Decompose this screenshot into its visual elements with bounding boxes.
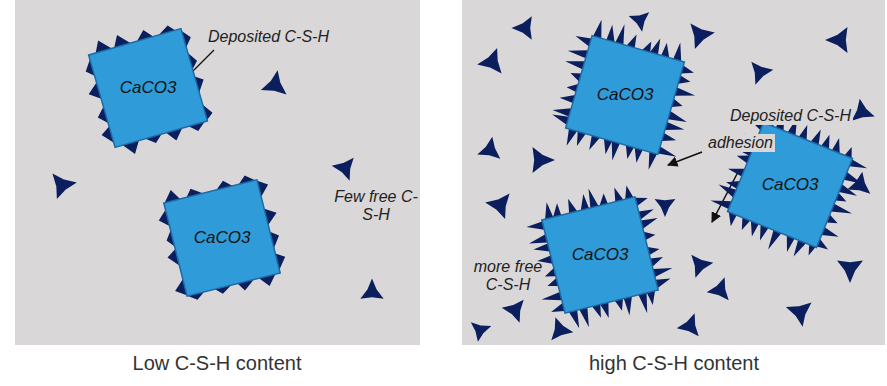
caco3-particle: CaCO3 [715,110,865,260]
free-csh [707,277,729,300]
free-csh [52,174,76,200]
adhesion-arrow [668,152,702,165]
caco3-square [89,29,208,148]
free-csh [512,16,532,39]
free-csh [261,70,287,94]
free-csh [691,255,713,278]
deposited-csh [711,108,868,256]
panel-caption: high C-S-H content [589,352,759,375]
free-csh [655,199,676,217]
annotation: Few free C-S-H [330,188,422,225]
particle-label: CaCO3 [194,228,251,248]
annotation: more free C-S-H [468,258,548,295]
particle-label: CaCO3 [762,175,819,195]
panel-ground [462,0,885,345]
free-csh [825,27,848,53]
free-csh [533,147,556,173]
free-csh [690,24,714,50]
free-csh [477,137,500,159]
caco3-square [164,180,280,296]
free-csh [471,322,492,342]
deposited-csh [527,186,673,329]
caco3-particle: CaCO3 [525,180,675,330]
annotation: adhesion [706,134,775,152]
caco3-particle: CaCO3 [550,20,700,170]
annotation: Deposited C-S-H [728,107,853,125]
particle-label: CaCO3 [120,78,177,98]
particle-label: CaCO3 [572,245,629,265]
free-csh [477,48,501,74]
caco3-particle: CaCO3 [147,163,297,313]
annotation: Deposited C-S-H [206,28,331,46]
panel-caption: Low C-S-H content [133,352,302,375]
deposited-csh [159,175,285,299]
caco3-particle: CaCO3 [73,13,223,163]
free-csh [551,317,573,340]
free-csh [837,261,863,284]
free-csh [677,313,699,336]
free-csh [852,99,875,121]
deposited-csh [552,20,695,170]
deposited-csh [86,26,213,155]
free-csh [629,12,650,32]
free-csh [332,158,354,181]
free-csh [360,279,383,299]
particle-label: CaCO3 [597,85,654,105]
caco3-square [542,197,658,313]
free-csh [502,300,524,323]
free-csh [786,302,812,326]
free-csh [751,62,773,85]
panel-ground [15,0,420,345]
free-csh [485,194,509,220]
caco3-square [566,36,685,155]
